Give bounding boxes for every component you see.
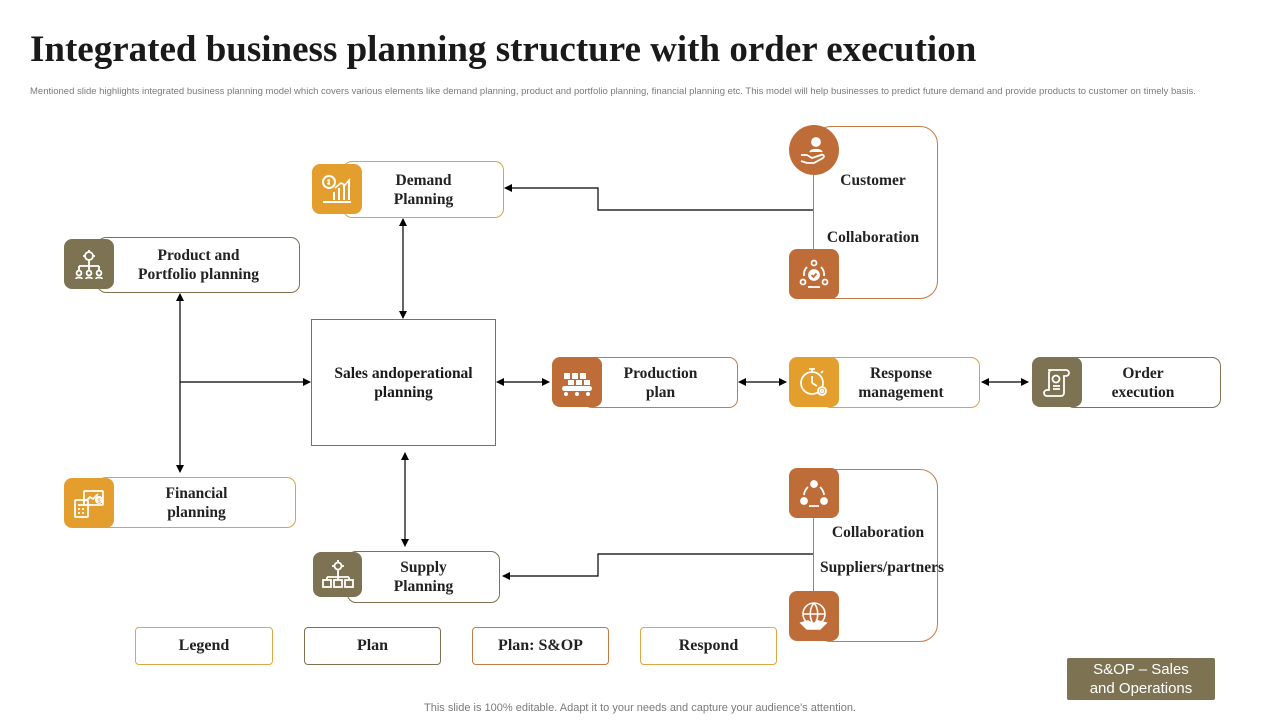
people-cycle-icon [789, 468, 839, 518]
sop-line1: S&OP – Sales [1093, 661, 1189, 678]
dollar-bar-chart-icon [312, 164, 362, 214]
production-plan-line2: plan [645, 383, 676, 401]
response-management-line1: Response [869, 364, 932, 382]
demand-planning-line2: Planning [393, 190, 454, 208]
people-cycle-check-icon [789, 249, 839, 299]
production-plan-line1: Production [623, 364, 698, 382]
order-execution-line1: Order [1122, 364, 1164, 382]
center-line2: operational planning [374, 364, 473, 401]
product-portfolio-line1: Product and [157, 247, 240, 264]
customer-label: Customer [840, 172, 906, 189]
suppliers-line1: Suppliers/ [820, 559, 888, 576]
page-title: Integrated business planning structure w… [30, 29, 977, 70]
hand-person-icon [789, 125, 839, 175]
suppliers-partners-label: Suppliers/partners [820, 558, 944, 577]
customer-to-demand-arrow [504, 184, 813, 211]
calculator-dollar-icon: $ [64, 478, 114, 528]
legend-legend: Legend [135, 627, 273, 665]
legend-respond: Respond [640, 627, 777, 665]
product-portfolio-line2: Portfolio planning [137, 266, 259, 283]
response-management-line2: management [858, 383, 944, 401]
demand-planning-line1: Demand [395, 171, 452, 189]
sales-operational-planning-box[interactable]: Sales andoperational planning [311, 319, 496, 446]
financial-planning-line2: planning [167, 503, 226, 521]
supplier-to-supply-arrow [502, 553, 813, 580]
page-subtitle: Mentioned slide highlights integrated bu… [30, 86, 1196, 97]
footer-note: This slide is 100% editable. Adapt it to… [424, 702, 856, 714]
sop-line2: and Operations [1089, 680, 1193, 697]
certificate-scroll-icon [1032, 357, 1082, 407]
svg-text:$: $ [97, 499, 101, 505]
conveyor-boxes-icon [552, 357, 602, 407]
suppliers-line2: partners [887, 559, 945, 576]
supplier-collaboration-label: Collaboration [831, 524, 925, 541]
center-line1: Sales and [334, 364, 397, 382]
globe-handshake-icon [789, 591, 839, 641]
customer-collaboration-label: Collaboration [826, 229, 920, 246]
financial-planning-line1: Financial [165, 484, 228, 502]
gear-people-hierarchy-icon [64, 239, 114, 289]
legend-plan: Plan [304, 627, 441, 665]
order-execution-line2: execution [1111, 383, 1175, 401]
legend-plan-sop: Plan: S&OP [472, 627, 609, 665]
gear-network-icon [313, 552, 362, 597]
stopwatch-gear-icon [789, 357, 839, 407]
supply-planning-line2: Planning [393, 578, 454, 595]
supply-planning-line1: Supply [400, 559, 447, 576]
sop-definition-note: S&OP – Sales and Operations [1067, 658, 1215, 700]
